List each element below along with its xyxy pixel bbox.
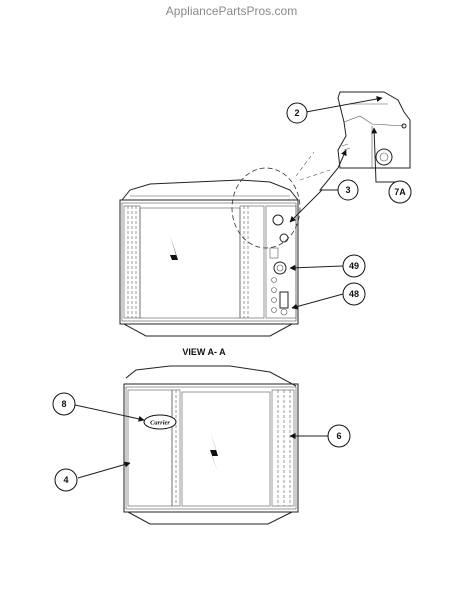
callout-3-label: 3 — [345, 185, 350, 195]
top-unit — [119, 167, 301, 337]
callout-48-label: 48 — [349, 289, 359, 299]
airflow-arrow-icon-2 — [210, 430, 218, 472]
callout-48: 48 — [342, 282, 366, 306]
callout-4-label: 4 — [63, 475, 68, 485]
callout-2: 2 — [286, 102, 308, 124]
callout-3: 3 — [337, 179, 359, 201]
callout-7a: 7A — [388, 180, 412, 204]
callout-6-label: 6 — [336, 431, 341, 441]
detail-circle — [231, 167, 301, 249]
detail-inset — [337, 91, 411, 169]
bottom-unit — [123, 365, 299, 525]
callout-49: 49 — [342, 254, 366, 278]
callout-6: 6 — [327, 424, 351, 448]
brand-logo-badge — [143, 414, 177, 430]
service-valve-small — [279, 291, 289, 309]
callout-2-label: 2 — [294, 108, 299, 118]
fitting-circle — [375, 148, 393, 166]
callout-4: 4 — [54, 468, 78, 492]
callout-8: 8 — [52, 392, 76, 416]
service-valve-large — [273, 261, 287, 275]
view-label: VIEW A- A — [182, 347, 226, 357]
leader-lines — [74, 96, 400, 479]
callout-49-label: 49 — [349, 261, 359, 271]
callout-7a-label: 7A — [394, 187, 406, 197]
airflow-arrow-icon — [170, 235, 178, 275]
watermark: AppliancePartsPros.com — [165, 4, 298, 18]
callout-8-label: 8 — [61, 399, 66, 409]
brand-logo-text: Carrier — [150, 420, 170, 427]
